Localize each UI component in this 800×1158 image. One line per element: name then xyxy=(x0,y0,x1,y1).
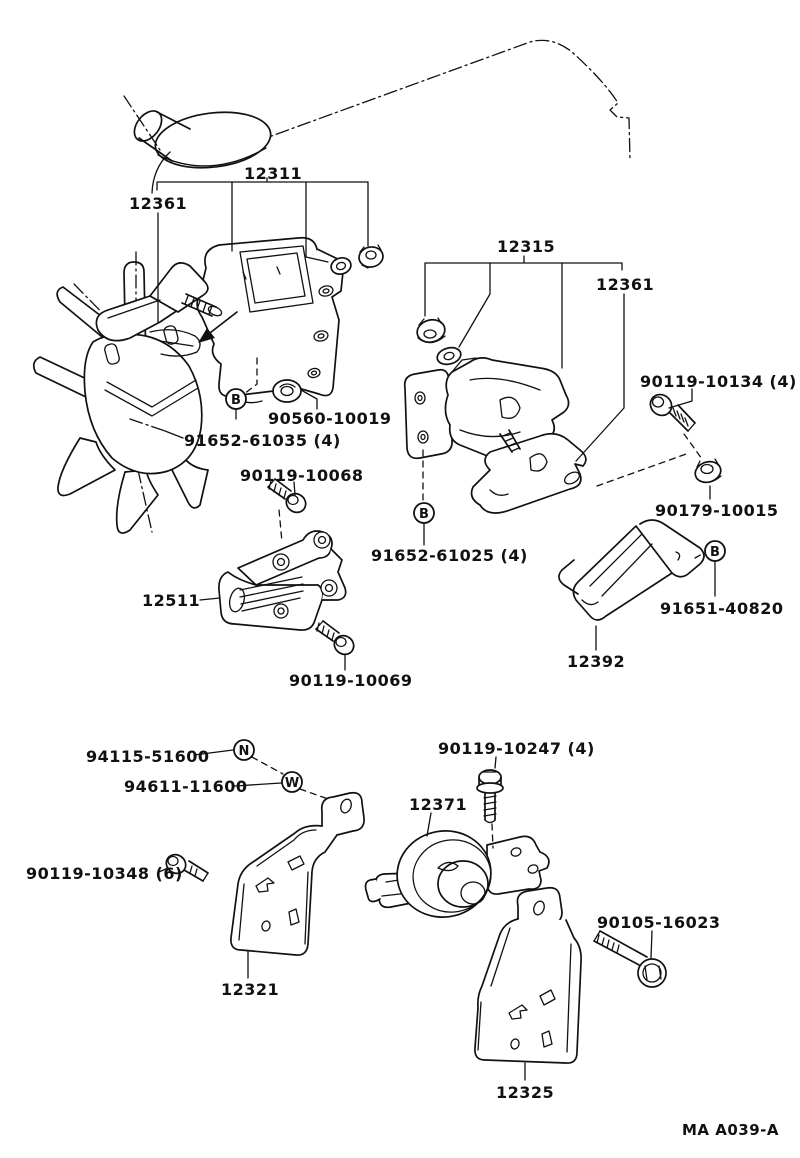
nut-washer-12311 xyxy=(330,244,384,275)
part-label-12311: 12311 xyxy=(244,164,302,183)
bracket-12511-drawing xyxy=(218,530,347,631)
marker-w: W xyxy=(281,771,303,793)
marker-b2: B xyxy=(413,502,435,524)
leader-lines xyxy=(129,151,716,1081)
marker-b1-letter: B xyxy=(231,393,241,408)
bolt-90119-10348-drawing xyxy=(165,853,209,882)
marker-n: N xyxy=(233,739,255,761)
part-label-12371: 12371 xyxy=(409,795,467,814)
nut-90179-drawing xyxy=(694,458,722,484)
part-label-91652-61025: 91652-61025 (4) xyxy=(371,546,528,565)
bracket-12321-drawing xyxy=(230,791,365,956)
part-label-12321: 12321 xyxy=(221,980,279,999)
bolt-90105-16023-drawing xyxy=(593,930,667,988)
part-label-12325: 12325 xyxy=(496,1083,554,1102)
mount-12371-drawing xyxy=(364,830,550,918)
fan-drawing xyxy=(32,251,238,534)
part-label-12361-right: 12361 xyxy=(596,275,654,294)
bolt-90119-10069-drawing xyxy=(315,620,355,656)
part-label-94115-51600: 94115-51600 xyxy=(86,747,209,766)
marker-b1: B xyxy=(225,388,247,410)
bolt-90119-10134-drawing xyxy=(649,393,696,432)
marker-n-letter: N xyxy=(239,744,250,759)
mount-12311-drawing xyxy=(196,236,345,404)
part-label-90119-10348: 90119-10348 (6) xyxy=(26,864,183,883)
part-label-91651-40820: 91651-40820 xyxy=(660,599,783,618)
part-label-12511: 12511 xyxy=(142,591,200,610)
part-label-90119-10134: 90119-10134 (4) xyxy=(640,372,797,391)
part-label-90105-16023: 90105-16023 xyxy=(597,913,720,932)
marker-b3-letter: B xyxy=(710,545,720,560)
part-label-90119-10068: 90119-10068 xyxy=(240,466,363,485)
part-label-90119-10247: 90119-10247 (4) xyxy=(438,739,595,758)
part-label-12392: 12392 xyxy=(567,652,625,671)
part-label-12361-left: 12361 xyxy=(129,194,187,213)
bracket-12325-drawing xyxy=(474,886,582,1064)
part-label-12315: 12315 xyxy=(497,237,555,256)
nut-washer-12315 xyxy=(416,317,462,366)
fan-pulley-drawing xyxy=(123,95,272,169)
marker-b2-letter: B xyxy=(419,507,429,522)
part-labels: 12311 12361 12315 12361 90119-10134 (4) … xyxy=(26,164,797,1139)
part-label-94611-11600: 94611-11600 xyxy=(124,777,247,796)
grommet-90560-drawing xyxy=(272,379,302,403)
marker-w-letter: W xyxy=(285,776,299,791)
mount-12315-drawing xyxy=(403,357,587,514)
figure-code: MA A039-A xyxy=(682,1121,779,1139)
part-label-90560-10019: 90560-10019 xyxy=(268,409,391,428)
engine-outline xyxy=(232,39,631,161)
part-label-90119-10069: 90119-10069 xyxy=(289,671,412,690)
part-label-91652-61035: 91652-61035 (4) xyxy=(184,431,341,450)
bracket-12392-drawing xyxy=(558,519,705,621)
bolt-90119-10068-drawing xyxy=(267,478,307,514)
marker-b3: B xyxy=(704,540,726,562)
part-label-90179-10015: 90179-10015 xyxy=(655,501,778,520)
bolt-90119-10247-drawing xyxy=(476,769,504,824)
